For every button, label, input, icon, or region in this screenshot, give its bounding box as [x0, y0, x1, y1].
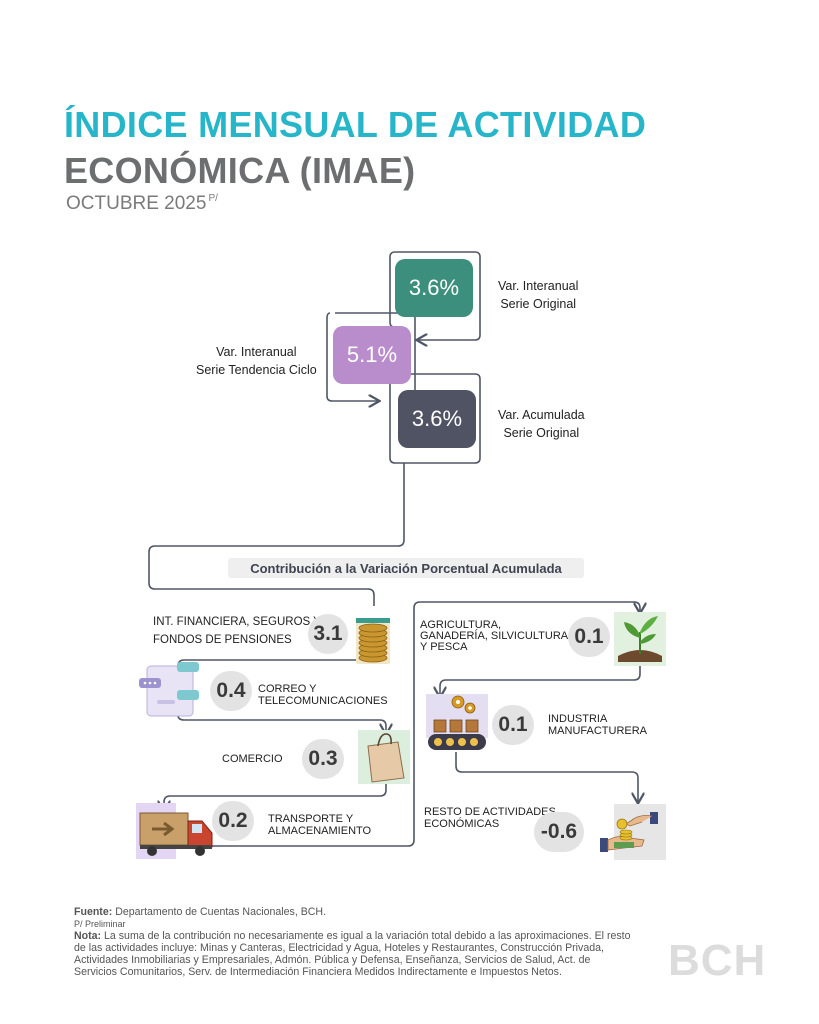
bch-logo: BCH — [668, 936, 767, 985]
note-text: La suma de la contribución no necesariam… — [74, 930, 631, 978]
sector-label-finance: INT. FINANCIERA, SEGUROS Y FONDOS DE PEN… — [153, 613, 321, 649]
sector-label-line2: MANUFACTURERA — [548, 725, 648, 737]
preliminary-note: P/ Preliminar — [74, 919, 126, 929]
connector-right-2 — [455, 752, 638, 802]
connector-left-1 — [177, 659, 386, 733]
sector-label-line1: INT. FINANCIERA, SEGUROS Y — [153, 616, 321, 628]
kpi-label-accumulated-original: Var. Acumulada Serie Original — [498, 406, 585, 442]
kpi-label-line2: Serie Tendencia Ciclo — [196, 363, 317, 377]
sector-label-transport: TRANSPORTE Y ALMACENAMIENTO — [268, 813, 371, 837]
sector-value-rest: -0.6 — [534, 812, 584, 852]
sector-label-commerce: COMERCIO — [222, 753, 283, 765]
factory-icon — [426, 694, 488, 750]
kpi-label-line2: Serie Original — [503, 426, 580, 440]
kpi-label-interannual-trend: Var. Interanual Serie Tendencia Ciclo — [196, 343, 317, 379]
kpi-label-line1: Var. Interanual — [216, 345, 297, 359]
note-line: Nota: La suma de la contribución no nece… — [74, 930, 634, 978]
sector-label-line2: GANADERÍA, SILVICULTURA — [420, 630, 569, 642]
kpi-label-line2: Serie Original — [500, 297, 577, 311]
sector-value-finance: 3.1 — [308, 614, 348, 654]
period-text: OCTUBRE 2025 — [66, 193, 207, 214]
hand-coins-icon — [600, 804, 666, 860]
sector-value-agriculture: 0.1 — [568, 617, 610, 657]
sector-value-telecom: 0.4 — [210, 671, 252, 711]
source-text: Departamento de Cuentas Nacionales, BCH. — [115, 906, 327, 918]
sector-value-commerce: 0.3 — [302, 739, 344, 779]
sector-label-line2: ALMACENAMIENTO — [268, 825, 372, 837]
connector-to-right — [210, 601, 640, 847]
note-label: Nota: — [74, 930, 102, 942]
sector-label-agriculture: AGRICULTURA, GANADERÍA, SILVICULTURA Y P… — [420, 620, 568, 653]
connector-right-1 — [440, 666, 641, 696]
kpi-label-line1: Var. Interanual — [498, 279, 579, 293]
chat-icon — [139, 662, 199, 717]
sector-label-line1: CORREO Y — [258, 683, 317, 695]
kpi-box-accumulated-original: 3.6% — [398, 390, 476, 448]
truck-icon — [136, 803, 213, 859]
kpi-label-line1: Var. Acumulada — [498, 408, 585, 422]
source-label: Fuente: — [74, 906, 113, 918]
coins-icon — [356, 618, 390, 664]
sector-label-line2: TELECOMUNICACIONES — [258, 695, 388, 707]
sector-value-transport: 0.2 — [212, 801, 254, 841]
sector-label-telecom: CORREO Y TELECOMUNICACIONES — [258, 683, 388, 707]
kpi-label-interannual-original: Var. Interanual Serie Original — [498, 277, 578, 313]
sector-label-line1: RESTO DE ACTIVIDADES — [424, 806, 556, 818]
sector-label-line1: TRANSPORTE Y — [268, 813, 354, 825]
sector-label-line3: Y PESCA — [420, 641, 468, 653]
sector-label-line2: ECONÓMICAS — [424, 818, 500, 830]
footnotes: Fuente: Departamento de Cuentas Nacional… — [74, 906, 634, 978]
connector-to-contribution — [148, 463, 405, 606]
shopping-bag-icon — [358, 730, 410, 784]
source-line: Fuente: Departamento de Cuentas Nacional… — [74, 906, 634, 918]
page-title-line1: ÍNDICE MENSUAL DE ACTIVIDAD — [64, 104, 647, 145]
sector-label-line1: AGRICULTURA, — [420, 619, 502, 631]
sector-value-industry: 0.1 — [492, 705, 534, 745]
sector-label-industry: INDUSTRIA MANUFACTURERA — [548, 713, 647, 737]
connector-left-2 — [164, 783, 387, 810]
sector-label-line2: FONDOS DE PENSIONES — [153, 634, 292, 646]
kpi-box-interannual-original: 3.6% — [395, 259, 473, 317]
page-title-line2: ECONÓMICA (IMAE) — [64, 150, 416, 191]
kpi-frame-1 — [389, 251, 481, 340]
kpi-box-interannual-trend: 5.1% — [333, 326, 411, 384]
sector-label-line1: INDUSTRIA — [548, 713, 608, 725]
contribution-title: Contribución a la Variación Porcentual A… — [228, 558, 584, 578]
sector-label-rest: RESTO DE ACTIVIDADES ECONÓMICAS — [424, 806, 556, 830]
plant-icon — [614, 612, 666, 666]
preliminary-mark: P/ — [208, 193, 218, 204]
